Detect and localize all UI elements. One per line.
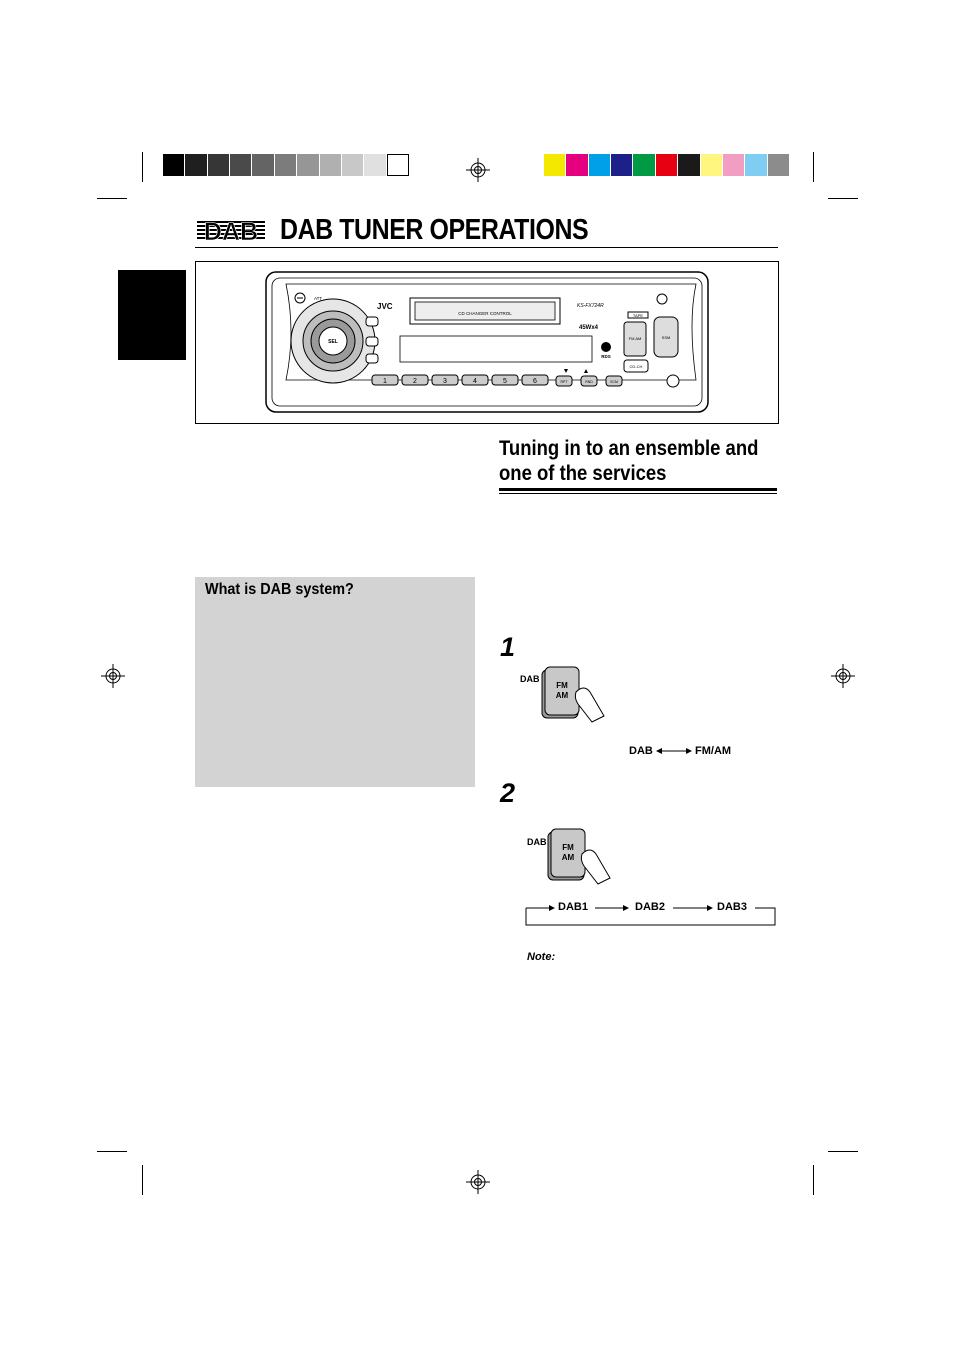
flow-dab2: DAB2: [635, 901, 665, 913]
device-figure: ATT SEL JVC CD CHANGER CONTROL KS-FX724R…: [195, 261, 779, 424]
preset-button-label: 3: [443, 378, 447, 385]
calibration-swatch: [230, 154, 253, 176]
section-title: Tuning in to an ensemble and one of the …: [499, 437, 759, 485]
preset-button: [371, 374, 399, 386]
preset-button: [491, 374, 519, 386]
brand-label: JVC: [377, 302, 393, 311]
device-function-button-label: SCM: [610, 380, 618, 384]
preset-button-label: 1: [383, 378, 387, 385]
fm-am-button-press-icon: FM AM: [547, 828, 611, 885]
color-calibration-bar: [544, 154, 790, 176]
sel-label: SEL: [328, 339, 338, 345]
preset-button: [461, 374, 489, 386]
calibration-swatch: [767, 154, 790, 176]
power-label: 45Wx4: [579, 325, 599, 331]
preset-button-label: 2: [413, 378, 417, 385]
preset-button-label: 4: [473, 378, 477, 385]
step-number: 2: [500, 778, 516, 808]
section-title-underline: [499, 488, 777, 491]
calibration-swatch: [722, 154, 746, 176]
grayscale-calibration-bar: [163, 154, 409, 176]
crop-mark: [828, 1151, 858, 1152]
title-underline: [195, 247, 778, 248]
crop-mark: [813, 1165, 814, 1195]
step2-dab-label: DAB: [527, 837, 547, 847]
crop-mark: [97, 198, 127, 199]
tape-label: TAPE: [633, 313, 643, 318]
calibration-swatch: [700, 154, 723, 176]
preset-button: [431, 374, 459, 386]
rds-label: RDS: [601, 354, 611, 359]
fm-am-button-press-icon: FM AM: [541, 666, 605, 723]
note-label: Note:: [527, 951, 556, 963]
cd-changer-label: CD CHANGER CONTROL: [458, 311, 512, 316]
calibration-swatch: [274, 154, 298, 176]
crop-mark: [828, 198, 858, 199]
flow-dab3: DAB3: [717, 901, 747, 913]
calibration-swatch: [386, 154, 409, 176]
model-label: KS-FX724R: [577, 303, 604, 309]
cycle-flow-diagram: [525, 905, 776, 926]
info-box-heading: What is DAB system?: [205, 581, 354, 598]
bidirectional-arrow-icon: [656, 748, 692, 754]
step1-flow-right: FM/AM: [695, 745, 732, 757]
calibration-swatch: [544, 154, 567, 176]
calibration-swatch: [319, 154, 342, 176]
calibration-swatch: [588, 154, 612, 176]
svg-text:DAB: DAB: [204, 218, 258, 244]
crop-mark: [142, 1165, 143, 1195]
language-tab: [118, 270, 186, 360]
registration-mark-icon: [466, 158, 490, 182]
registration-mark-icon: [466, 1170, 490, 1194]
calibration-swatch: [678, 154, 701, 176]
preset-button: [401, 374, 429, 386]
att-label: ATT: [314, 296, 322, 301]
step1-flow-left: DAB: [629, 745, 653, 757]
calibration-swatch: [297, 154, 320, 176]
page-title: DAB TUNER OPERATIONS: [280, 214, 589, 246]
step1-fm-text: FM: [556, 681, 568, 690]
calibration-swatch: [252, 154, 275, 176]
registration-mark-icon: [101, 664, 125, 688]
calibration-swatch: [341, 154, 365, 176]
crop-mark: [97, 1151, 127, 1152]
flow-dab1: DAB1: [558, 901, 588, 913]
section-title-underline-thin: [499, 493, 777, 494]
crop-mark: [813, 152, 814, 182]
device-function-button: [605, 375, 623, 387]
step-number: 1: [500, 632, 516, 662]
calibration-swatch: [566, 154, 589, 176]
step1-dab-label: DAB: [520, 674, 540, 684]
device-function-button: [555, 375, 573, 387]
step2-fm-text: FM: [562, 843, 574, 852]
cd-ch-label: CD-CH: [630, 364, 643, 369]
car-stereo-illustration: ATT SEL JVC CD CHANGER CONTROL KS-FX724R…: [265, 271, 709, 413]
device-function-button: [580, 375, 598, 387]
preset-button-label: 6: [533, 378, 537, 385]
calibration-swatch: [163, 154, 186, 176]
fm-am-device-label: FM AM: [629, 336, 642, 341]
preset-button-label: 5: [503, 378, 507, 385]
calibration-swatch: [633, 154, 656, 176]
calibration-swatch: [611, 154, 634, 176]
calibration-swatch: [207, 154, 231, 176]
step2-am-text: AM: [562, 853, 575, 862]
crop-mark: [142, 152, 143, 182]
dab-logo-icon: DAB: [196, 218, 266, 244]
device-function-button-label: RPT: [561, 380, 569, 384]
calibration-swatch: [364, 154, 387, 176]
calibration-swatch: [655, 154, 679, 176]
preset-button: [521, 374, 549, 386]
ssm-label: SSM: [662, 335, 671, 340]
device-function-button-label: RND: [585, 380, 593, 384]
calibration-swatch: [745, 154, 768, 176]
info-box: What is DAB system?: [195, 577, 475, 787]
registration-mark-icon: [831, 664, 855, 688]
step1-am-text: AM: [556, 691, 569, 700]
calibration-swatch: [185, 154, 208, 176]
